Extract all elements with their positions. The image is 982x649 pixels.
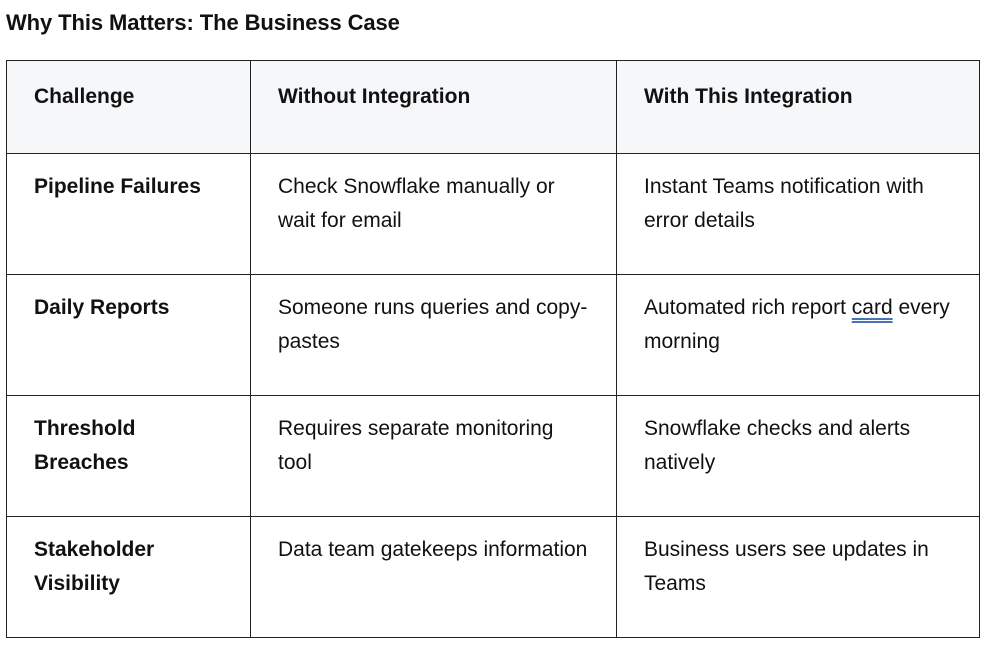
table-row: Threshold Breaches Requires separate mon… — [6, 395, 980, 517]
business-case-table: Challenge Without Integration With This … — [6, 60, 980, 638]
cell-text: Business users see updates in Teams — [644, 538, 929, 595]
with-integration-cell: Business users see updates in Teams — [616, 516, 980, 638]
spellcheck-flagged-word[interactable]: card — [851, 296, 893, 319]
cell-text: every morning — [644, 296, 950, 353]
with-integration-cell: Snowflake checks and alerts natively — [616, 395, 980, 517]
with-integration-cell: Automated rich report card every morning — [616, 274, 980, 396]
table-row: Daily Reports Someone runs queries and c… — [6, 274, 980, 396]
column-header-with-integration: With This Integration — [616, 60, 980, 154]
column-header-challenge: Challenge — [6, 60, 251, 154]
with-integration-cell: Instant Teams notification with error de… — [616, 153, 980, 275]
table-row: Stakeholder Visibility Data team gatekee… — [6, 516, 980, 638]
column-header-without-integration: Without Integration — [250, 60, 617, 154]
challenge-cell: Pipeline Failures — [6, 153, 251, 275]
table-row: Pipeline Failures Check Snowflake manual… — [6, 153, 980, 275]
cell-text: Automated rich report — [644, 296, 852, 319]
challenge-cell: Threshold Breaches — [6, 395, 251, 517]
without-integration-cell: Data team gatekeeps information — [250, 516, 617, 638]
page-title: Why This Matters: The Business Case — [6, 10, 400, 35]
without-integration-cell: Check Snowflake manually or wait for ema… — [250, 153, 617, 275]
without-integration-cell: Someone runs queries and copy-pastes — [250, 274, 617, 396]
challenge-cell: Stakeholder Visibility — [6, 516, 251, 638]
cell-text: Instant Teams notification with error de… — [644, 175, 924, 232]
challenge-cell: Daily Reports — [6, 274, 251, 396]
table-header-row: Challenge Without Integration With This … — [6, 60, 980, 154]
without-integration-cell: Requires separate monitoring tool — [250, 395, 617, 517]
cell-text: Snowflake checks and alerts natively — [644, 417, 911, 474]
